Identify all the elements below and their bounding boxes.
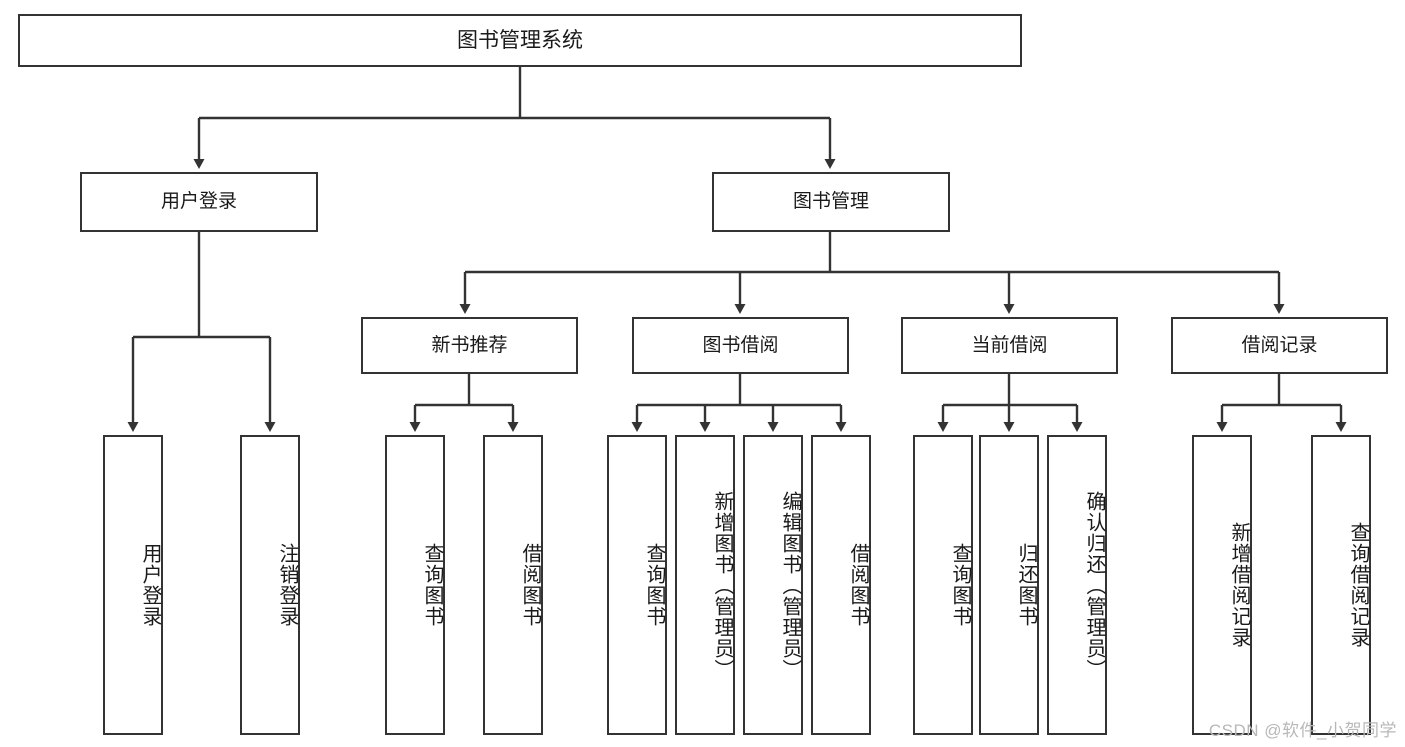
node-label: 归还图书: [1015, 543, 1037, 627]
leaf-user-logout[interactable]: 注销登录: [240, 435, 300, 735]
node-label: 查询借阅记录: [1347, 522, 1369, 648]
node-label: 查询图书: [949, 543, 971, 627]
node-user-login[interactable]: 用户登录: [80, 172, 318, 232]
watermark-text: CSDN @软件_小贺同学: [1208, 721, 1397, 740]
node-label: 图书管理: [792, 191, 869, 213]
leaf-borrow-book-borrow[interactable]: 借阅图书: [811, 435, 871, 735]
leaf-edit-book-admin[interactable]: 编辑图书（管理员）: [743, 435, 803, 735]
node-book-management[interactable]: 图书管理: [712, 172, 950, 232]
node-label: 编辑图书（管理员）: [779, 490, 801, 680]
node-label: 查询图书: [643, 543, 665, 627]
leaf-user-login[interactable]: 用户登录: [103, 435, 163, 735]
node-label: 用户登录: [139, 543, 161, 627]
leaf-confirm-return-admin[interactable]: 确认归还（管理员）: [1047, 435, 1107, 735]
leaf-query-book-rec[interactable]: 查询图书: [385, 435, 445, 735]
node-label: 新增借阅记录: [1228, 522, 1250, 648]
leaf-query-borrow-record[interactable]: 查询借阅记录: [1311, 435, 1371, 735]
node-label: 图书管理系统: [457, 28, 583, 52]
node-label: 借阅记录: [1241, 334, 1318, 356]
leaf-return-book[interactable]: 归还图书: [979, 435, 1039, 735]
node-book-borrow[interactable]: 图书借阅: [632, 317, 849, 374]
node-label: 新书推荐: [431, 334, 508, 356]
node-root-system[interactable]: 图书管理系统: [18, 14, 1022, 67]
node-label: 用户登录: [160, 191, 237, 213]
leaf-query-book-current[interactable]: 查询图书: [913, 435, 973, 735]
leaf-add-borrow-record[interactable]: 新增借阅记录: [1192, 435, 1252, 735]
leaf-add-book-admin[interactable]: 新增图书（管理员）: [675, 435, 735, 735]
node-label: 查询图书: [421, 543, 443, 627]
node-label: 借阅图书: [847, 543, 869, 627]
node-label: 新增图书（管理员）: [711, 490, 733, 680]
node-label: 确认归还（管理员）: [1083, 490, 1105, 680]
node-label: 借阅图书: [519, 543, 541, 627]
node-label: 注销登录: [276, 543, 298, 627]
node-label: 当前借阅: [971, 334, 1048, 356]
node-borrow-record[interactable]: 借阅记录: [1171, 317, 1388, 374]
node-new-book-recommend[interactable]: 新书推荐: [361, 317, 578, 374]
leaf-borrow-book-rec[interactable]: 借阅图书: [483, 435, 543, 735]
node-current-borrow[interactable]: 当前借阅: [901, 317, 1118, 374]
leaf-query-book-borrow[interactable]: 查询图书: [607, 435, 667, 735]
node-label: 图书借阅: [702, 334, 779, 356]
